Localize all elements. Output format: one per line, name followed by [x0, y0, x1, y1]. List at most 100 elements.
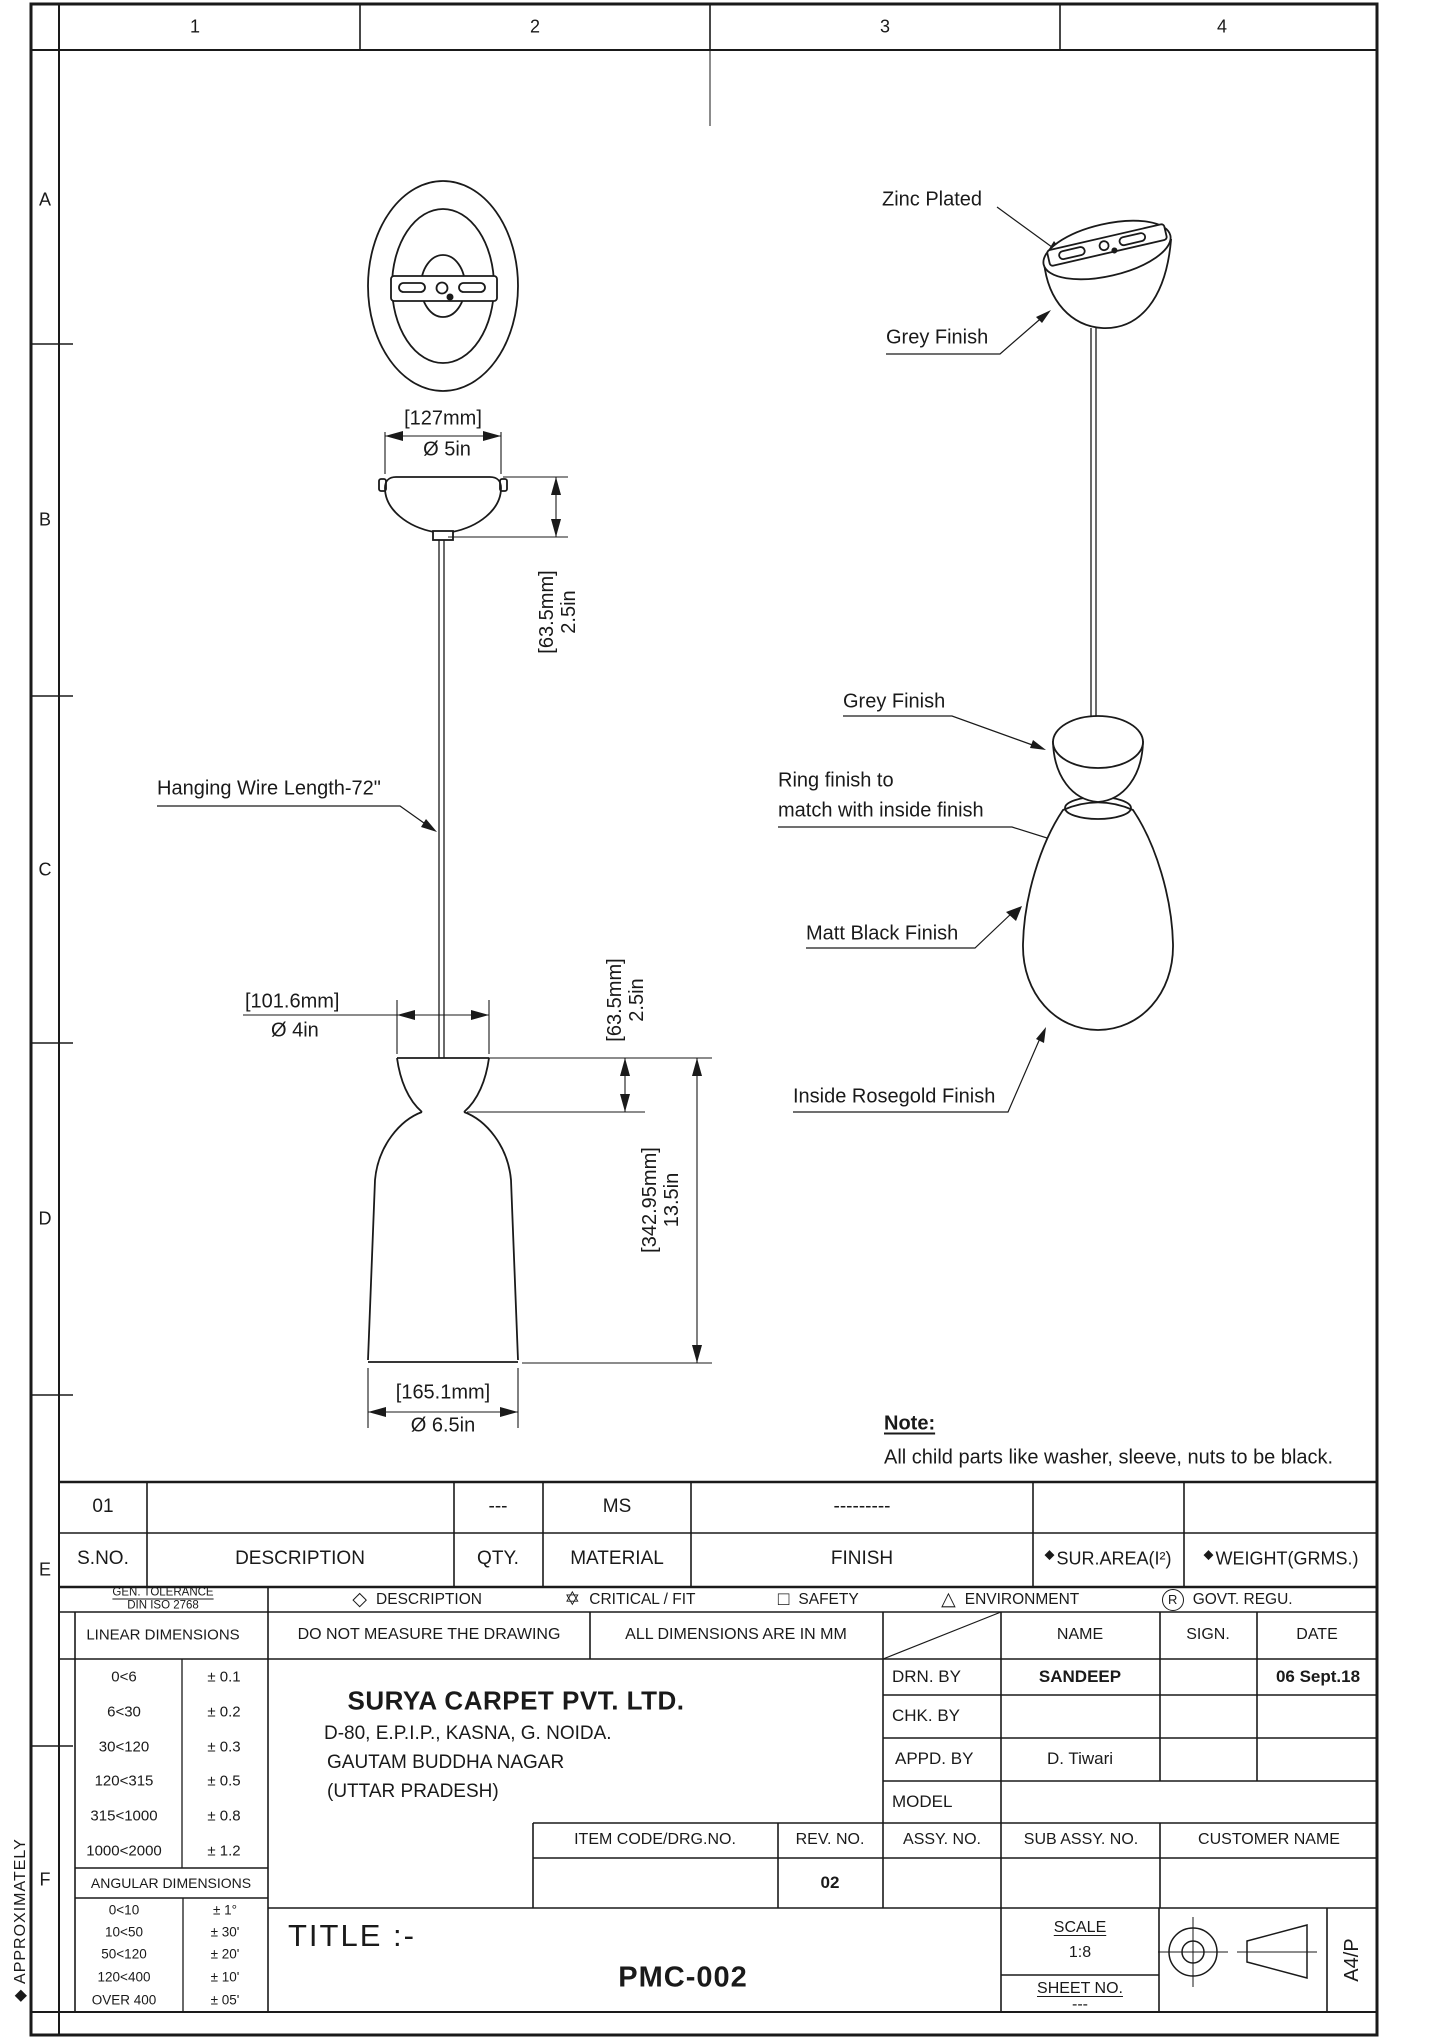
item-code-header: ITEM CODE/DRG.NO. [574, 1831, 736, 1848]
approval-header-sign: SIGN. [1186, 1626, 1230, 1643]
lin-tol-range-2: 6<30 [107, 1703, 141, 1721]
approval-name-appd: D. Tiwari [1046, 1749, 1114, 1768]
lin-tol-range-6: 1000<2000 [86, 1842, 162, 1860]
assy-no-header: ASSY. NO. [903, 1831, 981, 1848]
units-note: ALL DIMENSIONS ARE IN MM [625, 1626, 847, 1643]
zone-row-f: F [39, 1869, 51, 1890]
approval-label-chk: CHK. BY [892, 1706, 961, 1725]
linear-dimensions-header: LINEAR DIMENSIONS [86, 1626, 240, 1644]
no-measure-note: DO NOT MEASURE THE DRAWING [297, 1626, 561, 1643]
lin-tol-val-4: ± 0.5 [207, 1772, 241, 1790]
lin-tol-range-3: 30<120 [98, 1738, 150, 1756]
customer-name-header: CUSTOMER NAME [1198, 1831, 1340, 1848]
plan-view [367, 180, 519, 392]
approval-label-drn: DRN. BY [892, 1667, 961, 1686]
scale-label: SCALE [1053, 1919, 1107, 1936]
front-view [367, 476, 519, 1363]
callout-ring-finish-line1: Ring finish to [778, 769, 894, 792]
parts-header-sno: S.NO. [77, 1548, 129, 1569]
callout-zinc-plated: Zinc Plated [882, 188, 983, 211]
zone-row-d: D [38, 1208, 52, 1229]
company-address-1: D-80, E.P.I.P., KASNA, G. NOIDA. [324, 1723, 612, 1744]
lin-tol-val-1: ± 0.1 [207, 1668, 241, 1686]
parts-header-qty: QTY. [477, 1548, 519, 1569]
lin-tol-val-3: ± 0.3 [207, 1738, 241, 1756]
zone-row-e: E [38, 1559, 52, 1580]
ang-tol-val-3: ± 20' [210, 1946, 240, 1962]
diamond-icon: ◇ [352, 1589, 368, 1610]
dimension-lines [243, 432, 712, 1428]
ang-tol-val-5: ± 05' [210, 1992, 240, 2008]
ang-tol-val-4: ± 10' [210, 1969, 240, 1985]
parts-row-sno: 01 [92, 1496, 114, 1517]
ang-tol-range-2: 10<50 [105, 1924, 143, 1940]
parts-header-weight: ◆WEIGHT(GRMS.) [1203, 1546, 1359, 1569]
parts-header-surface-area: ◆SUR.AREA(I²) [1044, 1546, 1172, 1569]
approx-diamond-icon: ◆ [1203, 1546, 1214, 1562]
dim-total-height: [342.95mm]13.5in [639, 1147, 683, 1253]
approval-label-model: MODEL [892, 1792, 953, 1811]
ang-tol-val-2: ± 30' [210, 1924, 240, 1940]
callout-matt-black: Matt Black Finish [806, 922, 959, 945]
projection-symbol [1158, 1917, 1317, 1987]
legend-item-safety: □SAFETY [777, 1589, 859, 1610]
title-value: PMC-002 [618, 1961, 748, 1994]
company-address-2: GAUTAM BUDDHA NAGAR [327, 1752, 565, 1773]
zone-col-3: 3 [879, 16, 891, 37]
note-title: Note: [884, 1412, 936, 1435]
lin-tol-range-1: 0<6 [111, 1668, 137, 1686]
dim-holder-dia-mm: [101.6mm] [245, 990, 340, 1013]
dim-canopy-dia-mm: [127mm] [404, 407, 482, 430]
sheet-no-label: SHEET NO. [1037, 1980, 1123, 1997]
scale-value: 1:8 [1068, 1944, 1092, 1961]
approval-header-date: DATE [1296, 1626, 1338, 1643]
lin-tol-range-4: 120<315 [94, 1772, 154, 1790]
callout-hanging-wire: Hanging Wire Length-72" [157, 777, 381, 800]
legend-item-environment: △ENVIRONMENT [941, 1589, 1080, 1610]
approval-name-drn: SANDEEP [1038, 1667, 1122, 1686]
margin-approximately-note: ◆ APPROXIMATELY [12, 1838, 29, 2002]
dimension-arrows [368, 431, 702, 1417]
title-label: TITLE :- [288, 1918, 416, 1953]
legend-item-description: ◇DESCRIPTION [352, 1589, 482, 1610]
sub-assy-no-header: SUB ASSY. NO. [1023, 1831, 1139, 1848]
callout-ring-finish-line2: match with inside finish [778, 799, 984, 822]
triangle-icon: △ [941, 1589, 956, 1610]
parts-row-material: MS [602, 1496, 632, 1517]
ang-tol-val-1: ± 1° [212, 1902, 238, 1918]
ang-tol-range-1: 0<10 [108, 1902, 140, 1918]
leader-lines [157, 206, 1064, 1113]
dim-canopy-height: [63.5mm]2.5in [536, 570, 580, 654]
r-circle-icon: R [1161, 1588, 1184, 1611]
approval-date-drn: 06 Sept.18 [1275, 1667, 1361, 1686]
sheet-frame [29, 2, 1379, 2037]
star-icon: ✡ [564, 1589, 581, 1610]
square-icon: □ [777, 1589, 790, 1610]
rev-no-header: REV. NO. [795, 1831, 865, 1848]
zone-row-a: A [38, 189, 52, 210]
approx-diamond-icon: ◆ [1044, 1546, 1055, 1562]
company-name: SURYA CARPET PVT. LTD. [347, 1685, 685, 1716]
ang-tol-range-4: 120<400 [97, 1969, 151, 1985]
dim-canopy-dia-in: Ø 5in [423, 438, 471, 461]
dim-holder-dia-in: Ø 4in [271, 1019, 319, 1042]
callout-inside-rosegold: Inside Rosegold Finish [793, 1085, 996, 1108]
sheet-no-value: --- [1072, 1996, 1088, 2013]
approval-label-appd: APPD. BY [895, 1749, 974, 1768]
title-block-lines [59, 1480, 1377, 2012]
general-tolerance-note: GEN. TOLERANCE DIN ISO 2768 [112, 1586, 214, 1612]
company-address-3: (UTTAR PRADESH) [327, 1781, 499, 1802]
parts-header-material: MATERIAL [570, 1548, 664, 1569]
dim-shade-dia-in: Ø 6.5in [410, 1414, 476, 1437]
legend-item-critical: ✡CRITICAL / FIT [564, 1589, 696, 1610]
dim-shade-dia-mm: [165.1mm] [395, 1381, 491, 1404]
parts-header-finish: FINISH [830, 1548, 894, 1569]
callout-grey-finish-mid: Grey Finish [843, 690, 946, 713]
perspective-view [1022, 219, 1174, 1031]
parts-row-qty: --- [488, 1496, 508, 1517]
lin-tol-range-5: 315<1000 [90, 1807, 158, 1825]
ang-tol-range-3: 50<120 [101, 1946, 147, 1962]
lin-tol-val-2: ± 0.2 [207, 1703, 241, 1721]
